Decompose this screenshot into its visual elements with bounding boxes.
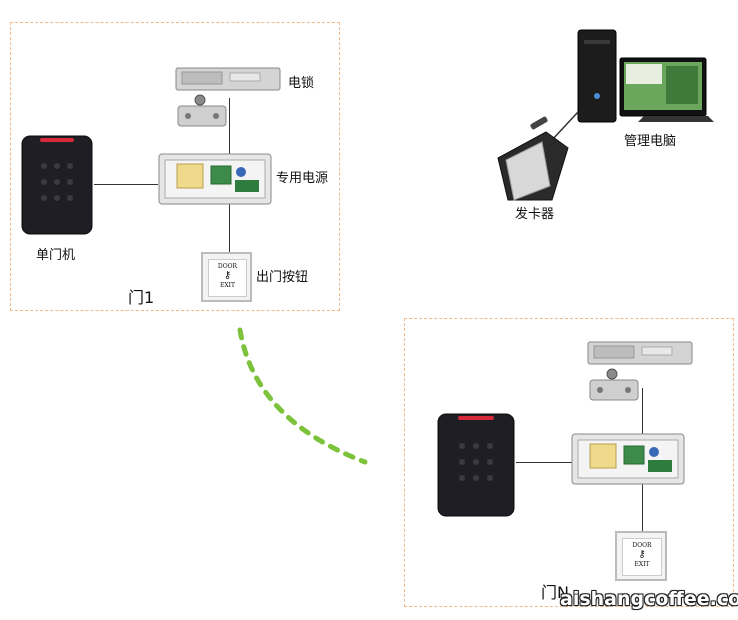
power-supply bbox=[158, 153, 272, 205]
doorN-wire-lock-power bbox=[642, 388, 643, 436]
exit-button-plate: DOOR ⚷ EXIT bbox=[208, 259, 247, 297]
doorN-wire-power-button bbox=[642, 484, 643, 532]
doorN-power-supply bbox=[571, 433, 685, 485]
doorN-region bbox=[404, 318, 734, 607]
doorN-title: 门N bbox=[541, 583, 569, 602]
wire-reader-power bbox=[94, 184, 158, 185]
card-issuer-label: 发卡器 bbox=[515, 207, 555, 222]
reader-label: 单门机 bbox=[36, 248, 76, 263]
doorN-exit-button-door-text: DOOR bbox=[632, 542, 652, 549]
exit-button-door-text: DOOR bbox=[217, 263, 238, 270]
exit-button-exit-text: EXIT bbox=[219, 282, 236, 289]
power-label: 专用电源 bbox=[276, 171, 329, 186]
doorN-electric-lock bbox=[587, 341, 693, 401]
doorN-key-icon: ⚷ bbox=[638, 549, 646, 560]
exit-button-label: 出门按钮 bbox=[256, 270, 309, 285]
wire-power-button bbox=[229, 203, 230, 253]
door1-region bbox=[10, 22, 340, 311]
management-pc bbox=[577, 29, 714, 123]
watermark: aishangcoffee.com bbox=[560, 588, 738, 610]
card-reader bbox=[21, 135, 93, 235]
doorN-card-reader bbox=[437, 413, 515, 517]
doorN-wire-reader-power bbox=[516, 462, 572, 463]
door1-title: 门1 bbox=[128, 288, 155, 307]
exit-button: DOOR ⚷ EXIT bbox=[201, 252, 252, 302]
card-issuer bbox=[497, 116, 569, 201]
doorN-exit-button: DOOR ⚷ EXIT bbox=[615, 531, 667, 581]
wire-lock-power bbox=[229, 98, 230, 156]
doorN-exit-button-exit-text: EXIT bbox=[634, 561, 650, 568]
pc-label: 管理电脑 bbox=[624, 134, 677, 149]
lock-label: 电锁 bbox=[288, 76, 315, 91]
doorN-exit-button-plate: DOOR ⚷ EXIT bbox=[622, 538, 662, 576]
electric-lock bbox=[175, 67, 281, 127]
key-icon: ⚷ bbox=[223, 270, 232, 281]
